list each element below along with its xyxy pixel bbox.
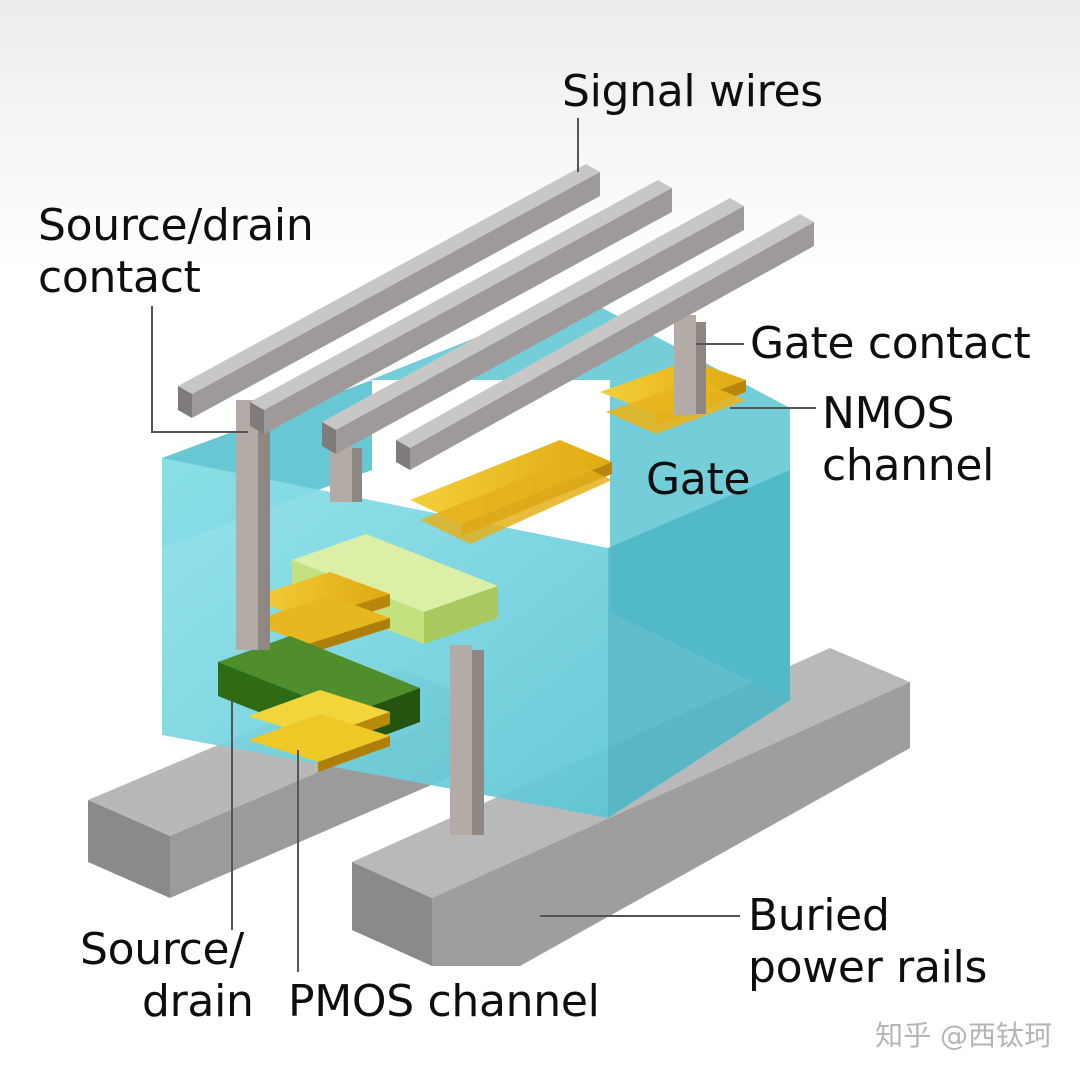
signal-wires [178, 164, 814, 470]
label-nmos-channel: NMOS channel [822, 388, 995, 491]
label-pmos-channel: PMOS channel [288, 976, 600, 1027]
label-source-drain: Source/ drain [80, 924, 254, 1027]
label-gate-contact: Gate contact [750, 318, 1031, 369]
label-buried-power-rails: Buried power rails [748, 890, 988, 993]
upper-channel-sheets [248, 572, 390, 654]
label-source-drain-contact: Source/drain contact [38, 200, 314, 303]
signal-wire-3 [322, 198, 744, 454]
watermark: 知乎 @西钛珂 [875, 1019, 1052, 1052]
signal-wire-4 [396, 214, 814, 470]
signal-wire-2 [250, 180, 672, 434]
label-gate: Gate [646, 454, 751, 505]
leader-lines [151, 118, 816, 972]
signal-wire-1 [178, 164, 600, 418]
leader-source-drain-contact [151, 306, 248, 433]
contact-posts [236, 315, 706, 835]
label-signal-wires: Signal wires [562, 66, 823, 117]
pmos-channel-sheets [248, 690, 390, 772]
